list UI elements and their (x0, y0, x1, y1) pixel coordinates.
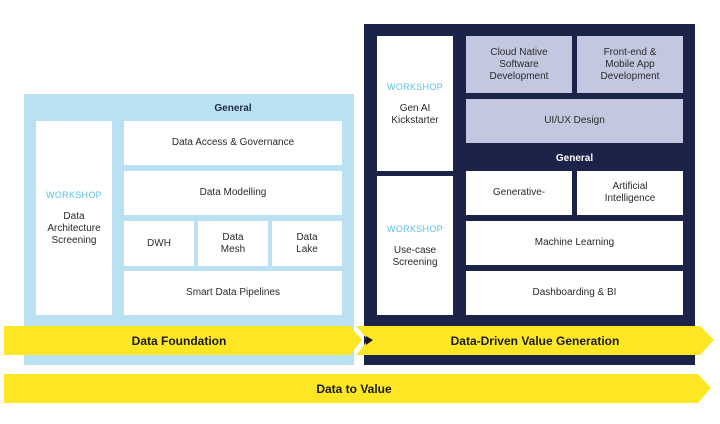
data-foundation-label: Data Foundation (131, 333, 227, 348)
workshop-title: Gen AI Kickstarter (391, 102, 439, 126)
workshop-tag: WORKSHOP (46, 190, 102, 200)
data-to-value-arrow-shape (4, 374, 711, 403)
workshop-title: Use-case Screening (392, 244, 438, 268)
play-triangle-icon (366, 336, 373, 345)
right-general-label: General (555, 152, 594, 164)
card-dwh[interactable]: DWH (124, 221, 194, 266)
card-frontend-mobile-development[interactable]: Front-end & Mobile App Development (577, 36, 683, 93)
data-to-value-label: Data to Value (316, 381, 392, 396)
card-smart-data-pipelines[interactable]: Smart Data Pipelines (124, 271, 342, 315)
data-foundation-arrow-shape (4, 326, 362, 355)
workshop-data-architecture-card[interactable]: WORKSHOP Data Architecture Screening (36, 121, 112, 315)
card-uiux-design[interactable]: UI/UX Design (466, 99, 683, 143)
card-data-modelling[interactable]: Data Modelling (124, 171, 342, 215)
value-generation-arrow-shape (356, 326, 714, 355)
card-cloud-native-development[interactable]: Cloud Native Software Development (466, 36, 572, 93)
card-data-access-governance[interactable]: Data Access & Governance (124, 121, 342, 165)
card-data-mesh[interactable]: Data Mesh (198, 221, 268, 266)
card-generative[interactable]: Generative- (466, 171, 572, 215)
card-machine-learning[interactable]: Machine Learning (466, 221, 683, 265)
workshop-gen-ai-kickstarter-card[interactable]: WORKSHOP Gen AI Kickstarter (377, 36, 453, 171)
workshop-use-case-screening-card[interactable]: WORKSHOP Use-case Screening (377, 176, 453, 315)
workshop-title: Data Architecture Screening (47, 211, 101, 246)
card-data-lake[interactable]: Data Lake (272, 221, 342, 266)
workshop-tag: WORKSHOP (387, 81, 443, 92)
card-artificial-intelligence[interactable]: Artificial Intelligence (577, 171, 683, 215)
left-general-label: General (214, 102, 252, 114)
card-dashboarding-bi[interactable]: Dashboarding & BI (466, 271, 683, 315)
workshop-tag: WORKSHOP (387, 223, 443, 234)
value-generation-label: Data-Driven Value Generation (450, 333, 620, 348)
